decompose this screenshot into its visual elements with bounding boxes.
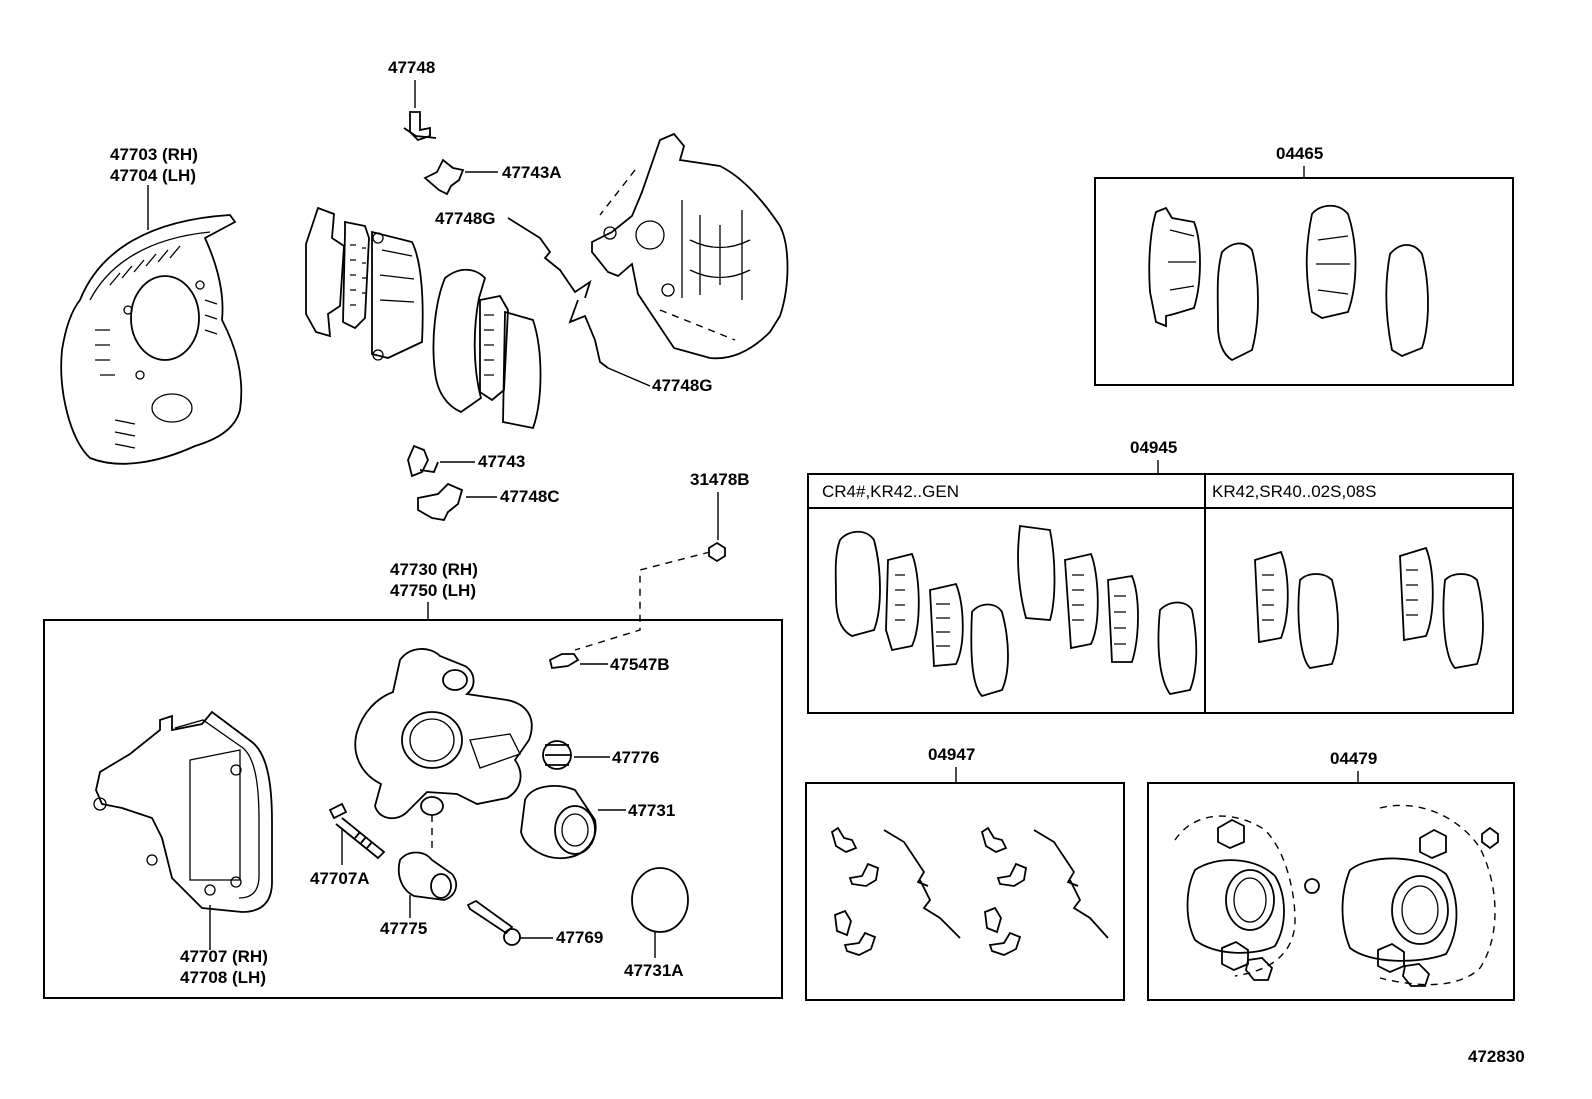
label-04479: 04479 [1330,749,1377,768]
leader-line [607,367,651,387]
anti-squeal-shim-spring [507,217,609,369]
kit-04945-col2-header: KR42,SR40..02S,08S [1212,482,1376,501]
label-04945: 04945 [1130,438,1177,457]
label-47748: 47748 [388,58,435,77]
bleeder-plug [548,653,580,669]
caliper-assembly-box [43,619,783,999]
diagram-number: 472830 [1468,1047,1525,1066]
label-31478B: 31478B [690,470,750,489]
cylinder-boot [542,740,572,770]
dashed-guide [659,309,736,341]
kit-04945-col1-header: CR4#,KR42..GEN [822,482,959,501]
kit-04479-caliper-parts [1174,804,1499,987]
label-47708: 47708 (LH) [180,968,266,987]
caliper-cylinder-body [354,648,533,820]
piston-seal [631,867,689,933]
label-04947: 04947 [928,745,975,764]
kit-04945-box [807,473,1514,714]
label-47748C: 47748C [500,487,560,506]
label-47743A: 47743A [502,163,562,182]
label-47748G-top: 47748G [435,209,496,228]
kit-04947-box [805,782,1125,1001]
label-47730: 47730 (RH) [390,560,478,579]
label-47769: 47769 [556,928,603,947]
label-47748G-bottom: 47748G [652,376,713,395]
caliper-support-mount [591,132,789,360]
cylinder-piston [520,785,597,860]
kit-04945-col2-pads [1254,546,1484,669]
label-47707: 47707 (RH) [180,947,268,966]
anti-squeal-clip [403,111,437,142]
bleeder-cap [708,541,726,563]
label-47547B: 47547B [610,655,670,674]
guide-bolt [466,899,521,946]
dashed-guide [574,551,711,651]
slide-bolt [328,802,386,860]
label-47707A: 47707A [310,869,370,888]
caliper-mounting-bracket [93,710,273,913]
label-47776: 47776 [612,748,659,767]
label-47750: 47750 (LH) [390,581,476,600]
kit-04465-box [1094,177,1514,386]
kit-04945-col1-pads [834,524,1198,698]
kit-04479-box [1147,782,1515,1001]
dashed-guide [599,169,636,216]
pad-wear-indicator-clip [407,444,439,478]
dust-cover [60,214,243,465]
kit-04465-pads [1148,204,1429,362]
pad-support-plate-lower [417,482,464,521]
label-47731A: 47731A [624,961,684,980]
label-04465: 04465 [1276,144,1323,163]
label-47775: 47775 [380,919,427,938]
slide-bushing [397,851,458,901]
label-47743: 47743 [478,452,525,471]
pad-support-plate [423,158,465,196]
label-47704: 47704 (LH) [110,166,196,185]
label-47731: 47731 [628,801,675,820]
kit-04947-clips [830,826,1109,956]
disc-brake-pad-set [305,206,542,430]
label-47703: 47703 (RH) [110,145,198,164]
